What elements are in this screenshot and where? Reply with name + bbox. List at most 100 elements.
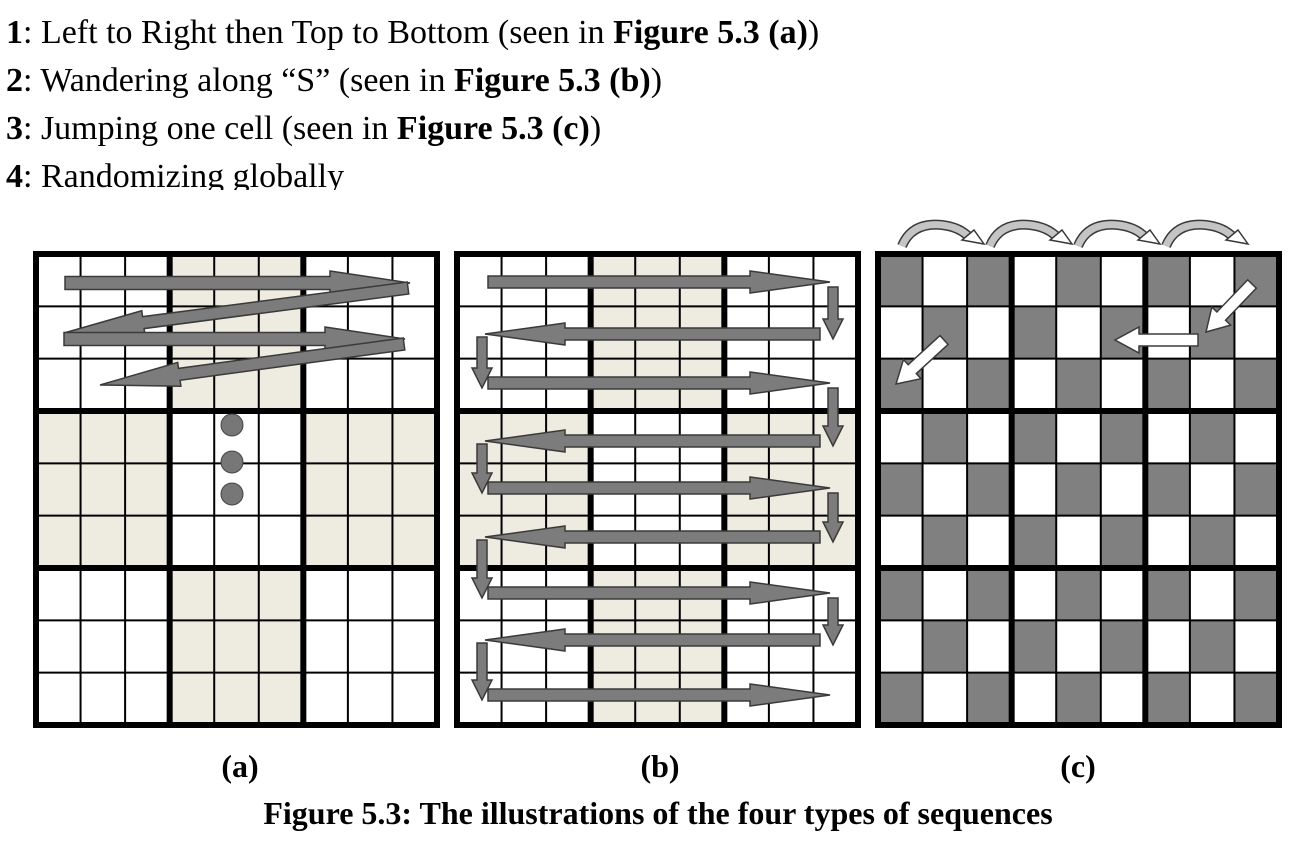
- arrow-icon: [99, 337, 406, 387]
- grid-cell: [347, 463, 393, 516]
- grid-cell: [967, 358, 1012, 411]
- arrow-icon: [484, 628, 821, 652]
- grid-cell: [1145, 672, 1190, 725]
- grid-cell: [1145, 306, 1190, 359]
- item-end: ): [650, 62, 663, 99]
- grid-cell: [303, 463, 348, 516]
- arrow-icon: [484, 525, 821, 549]
- list-item-1: 1: Left to Right then Top to Bottom (see…: [6, 13, 819, 53]
- grid-cell: [1189, 515, 1235, 568]
- arrowhead-icon: [1224, 228, 1250, 246]
- grid-cell: [1234, 672, 1279, 725]
- grid-cell: [878, 411, 923, 464]
- grid-cell: [258, 463, 304, 516]
- grid-cell: [392, 620, 437, 673]
- grid-cell: [1234, 568, 1279, 621]
- grid-cell: [967, 568, 1012, 621]
- grid-cell: [36, 568, 81, 621]
- grid-c: [875, 251, 1282, 728]
- item-text: : Wandering along “S” (seen in: [23, 62, 454, 99]
- grid-cell: [80, 620, 126, 673]
- grid-cell: [36, 463, 81, 516]
- dot-icon: [220, 482, 244, 506]
- grid-cell: [303, 411, 348, 464]
- sublabel-c: (c): [1060, 748, 1096, 784]
- arrow-icon: [487, 476, 831, 500]
- grid-cell: [967, 254, 1012, 307]
- grid-cell: [125, 568, 170, 621]
- arrow-icon: [821, 492, 845, 544]
- grid-cell: [1234, 620, 1279, 673]
- item-text: : Jumping one cell (seen in: [23, 110, 397, 147]
- item-end: ): [589, 110, 602, 147]
- grid-cell: [1145, 568, 1190, 621]
- grid-cell: [258, 515, 304, 568]
- grid-cell: [80, 515, 126, 568]
- arrow-icon: [63, 326, 406, 352]
- grid-cell: [967, 620, 1012, 673]
- grid-cell: [80, 463, 126, 516]
- arrow-icon: [484, 322, 821, 346]
- grid-cell: [258, 672, 304, 725]
- grid-cell: [1189, 620, 1235, 673]
- grid-cell: [347, 358, 393, 411]
- grid-cell: [1234, 411, 1279, 464]
- arrow-icon: [487, 371, 831, 395]
- grid-cell: [169, 463, 215, 516]
- curved-arrow-icon: [986, 221, 1061, 248]
- grid-cell: [169, 672, 215, 725]
- grid-cell: [1100, 254, 1146, 307]
- grid-cell: [1011, 463, 1057, 516]
- grid-cell: [1011, 568, 1057, 621]
- grid-cell: [1100, 672, 1146, 725]
- grid-cell: [303, 515, 348, 568]
- grid-cell: [1100, 358, 1146, 411]
- list-item-4: 4: Randomizing globally: [6, 157, 344, 190]
- grid-cell: [36, 358, 81, 411]
- grid-cell: [392, 672, 437, 725]
- grid-cell: [1145, 620, 1190, 673]
- grid-cell: [1100, 463, 1146, 516]
- arrowhead-icon: [960, 228, 986, 246]
- grid-cell: [878, 620, 923, 673]
- grid-cell: [1189, 672, 1235, 725]
- arrow-icon: [470, 539, 494, 600]
- grid-b: [454, 251, 861, 728]
- arrow-icon: [487, 581, 831, 605]
- grid-cell: [303, 672, 348, 725]
- grid-cell: [967, 672, 1012, 725]
- grid-border: [875, 251, 1282, 728]
- list-item-3: 3: Jumping one cell (seen in Figure 5.3 …: [6, 109, 601, 149]
- curved-arrow-icon: [898, 221, 973, 248]
- item-number: 4: [6, 158, 23, 190]
- grid-cell: [1056, 672, 1101, 725]
- grid-cell: [922, 463, 968, 516]
- arrow-icon: [894, 334, 950, 385]
- grid-cell: [1011, 620, 1057, 673]
- item-text: : Left to Right then Top to Bottom (seen…: [23, 14, 614, 51]
- dot-icon: [220, 413, 244, 437]
- item-number: 1: [6, 14, 23, 51]
- grid-cell: [347, 515, 393, 568]
- grid-border: [33, 251, 440, 728]
- grid-cell: [1011, 411, 1057, 464]
- grid-cell: [1145, 463, 1190, 516]
- grid-cell: [1011, 358, 1057, 411]
- grid-cell: [125, 672, 170, 725]
- grid-cell: [80, 568, 126, 621]
- arrow-icon: [1113, 325, 1199, 355]
- grid-cell: [169, 411, 215, 464]
- grid-cell: [878, 672, 923, 725]
- arrow-icon: [484, 429, 821, 453]
- grid-cell: [1056, 515, 1101, 568]
- grid-cell: [347, 568, 393, 621]
- sequence-list: 1: Left to Right then Top to Bottom (see…: [0, 0, 1299, 190]
- sublabel-a: (a): [221, 748, 259, 784]
- grid-cell: [1011, 254, 1057, 307]
- grid-cell: [125, 620, 170, 673]
- arrow-icon: [470, 443, 494, 495]
- grid-cell: [392, 463, 437, 516]
- grid-cell: [1189, 463, 1235, 516]
- arrow-icon: [487, 683, 831, 707]
